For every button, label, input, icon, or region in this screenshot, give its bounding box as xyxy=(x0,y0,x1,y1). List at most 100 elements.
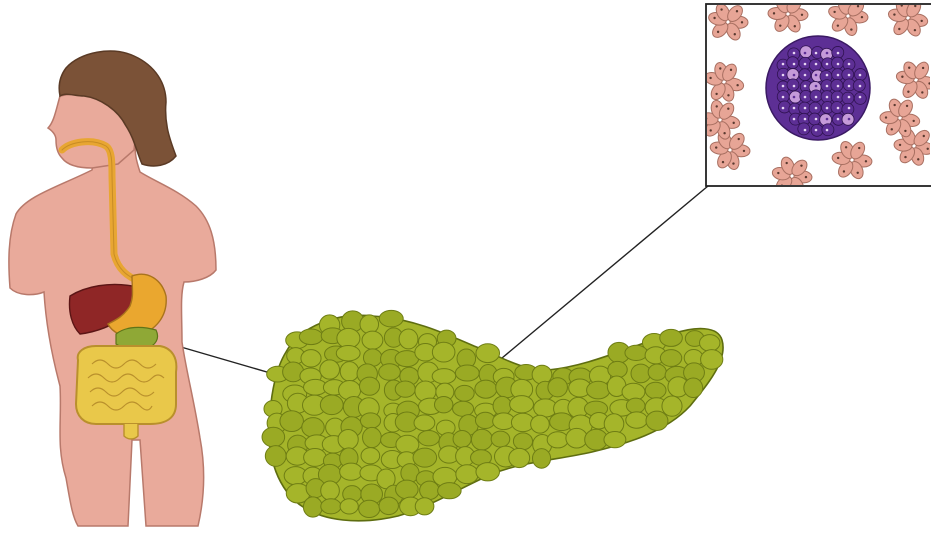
islet-nucleus xyxy=(815,129,818,132)
pancreas-lobule xyxy=(395,381,415,397)
pancreas-lobule xyxy=(513,433,532,450)
islet-nucleus xyxy=(837,96,840,99)
islet-cell-light xyxy=(800,46,812,58)
acinar-nucleus xyxy=(720,8,722,10)
pancreas-lobule xyxy=(510,396,534,413)
pancreas-lobule xyxy=(476,344,500,363)
acinar-nucleus xyxy=(858,147,860,149)
pancreas-lobule xyxy=(432,369,456,384)
large-intestine xyxy=(76,346,176,424)
acinar-nucleus xyxy=(780,0,782,2)
acinar-nucleus xyxy=(727,94,729,96)
islet-nucleus xyxy=(793,96,796,99)
pancreas-lobule xyxy=(548,378,568,397)
acinar-nucleus xyxy=(921,91,923,93)
acinar-nucleus xyxy=(907,91,909,93)
acinar-nucleus xyxy=(837,157,839,159)
islet-cell-dark xyxy=(778,101,790,113)
islet-nucleus xyxy=(837,107,840,110)
acinar-nucleus xyxy=(908,67,910,69)
acinar-nucleus xyxy=(920,20,922,22)
acinar-nucleus xyxy=(709,77,711,79)
acinar-nucleus xyxy=(800,164,802,166)
islet-nucleus xyxy=(815,52,818,55)
islet-nucleus xyxy=(815,74,818,77)
islet-nucleus xyxy=(826,129,829,132)
islet-nucleus xyxy=(782,63,785,66)
pancreas-lobule xyxy=(608,361,627,377)
acinar-nucleus xyxy=(741,21,743,23)
acinar-nucleus xyxy=(923,135,925,137)
islet-nucleus xyxy=(804,118,807,121)
islet-nucleus xyxy=(804,74,807,77)
pancreas-lobule xyxy=(359,500,380,517)
islet-nucleus xyxy=(815,63,818,66)
islet-nucleus xyxy=(782,107,785,110)
pancreas-lobule xyxy=(363,427,382,447)
islet-nucleus xyxy=(837,63,840,66)
islet-nucleus xyxy=(837,74,840,77)
pancreas-lobule xyxy=(532,365,552,384)
acinar-nucleus xyxy=(713,17,715,19)
pancreas-lobule xyxy=(413,448,437,467)
pancreas-lobule xyxy=(396,480,419,499)
pancreas-lobule xyxy=(359,377,379,395)
islet-cell-dark xyxy=(798,123,810,135)
islet-nucleus xyxy=(837,52,840,55)
islet-nucleus xyxy=(826,118,829,121)
islet-nucleus xyxy=(815,96,818,99)
islet-nucleus xyxy=(826,52,829,55)
pancreas-lobule xyxy=(262,427,285,447)
pancreas-lobule xyxy=(303,497,322,517)
pancreas-lobule xyxy=(648,364,666,380)
acinar-nucleus xyxy=(716,105,718,107)
pancreas-lobule xyxy=(280,411,304,432)
pancreas-lobule xyxy=(453,401,474,416)
acinar-nucleus xyxy=(794,25,796,27)
pancreas-lobule xyxy=(631,364,651,383)
rectum xyxy=(124,424,138,439)
pancreas-lobule xyxy=(360,315,379,334)
islet-cell-dark xyxy=(831,79,843,91)
islet-nucleus xyxy=(826,85,829,88)
pancreas-lobule xyxy=(320,360,340,379)
islet-nucleus xyxy=(804,96,807,99)
pancreas-lobule xyxy=(320,395,343,415)
pancreas-lobule xyxy=(453,430,471,447)
islet-cell-dark xyxy=(809,59,821,71)
islet-cell-dark xyxy=(787,79,799,91)
islet-nucleus xyxy=(826,63,829,66)
islet-nucleus xyxy=(848,118,851,121)
pancreas-lobule xyxy=(456,465,478,484)
acinar-nucleus xyxy=(914,29,916,31)
pancreas-lobule xyxy=(509,448,530,467)
pancreas-lobule xyxy=(471,429,492,450)
islet-nucleus xyxy=(859,96,862,99)
pancreas-lobule xyxy=(438,483,461,499)
acinar-nucleus xyxy=(736,84,738,86)
islet-nucleus xyxy=(815,118,818,121)
pancreas-lobule xyxy=(362,331,383,349)
islet-nucleus xyxy=(848,96,851,99)
islet-nucleus xyxy=(859,74,862,77)
pancreas-lobule xyxy=(399,329,418,349)
acinar-nucleus xyxy=(797,187,799,189)
islet-nucleus xyxy=(782,96,785,99)
pancreas-lobule xyxy=(379,497,398,515)
acinar-nucleus xyxy=(715,93,717,95)
acinar-nucleus xyxy=(857,172,859,174)
acinar-nucleus xyxy=(917,158,919,160)
islet-nucleus xyxy=(837,118,840,121)
islet-nucleus xyxy=(793,74,796,77)
acinar-nucleus xyxy=(723,132,725,134)
islet-nucleus xyxy=(793,107,796,110)
pancreas-lobule xyxy=(321,499,341,514)
pancreas-lobule xyxy=(701,350,723,370)
human-figure xyxy=(9,51,216,526)
islet-cell-dark xyxy=(809,113,821,125)
pancreas-lobule xyxy=(587,381,610,399)
acinar-nucleus xyxy=(891,128,893,130)
pancreas-lobule xyxy=(414,415,435,431)
acinar-nucleus xyxy=(805,176,807,178)
